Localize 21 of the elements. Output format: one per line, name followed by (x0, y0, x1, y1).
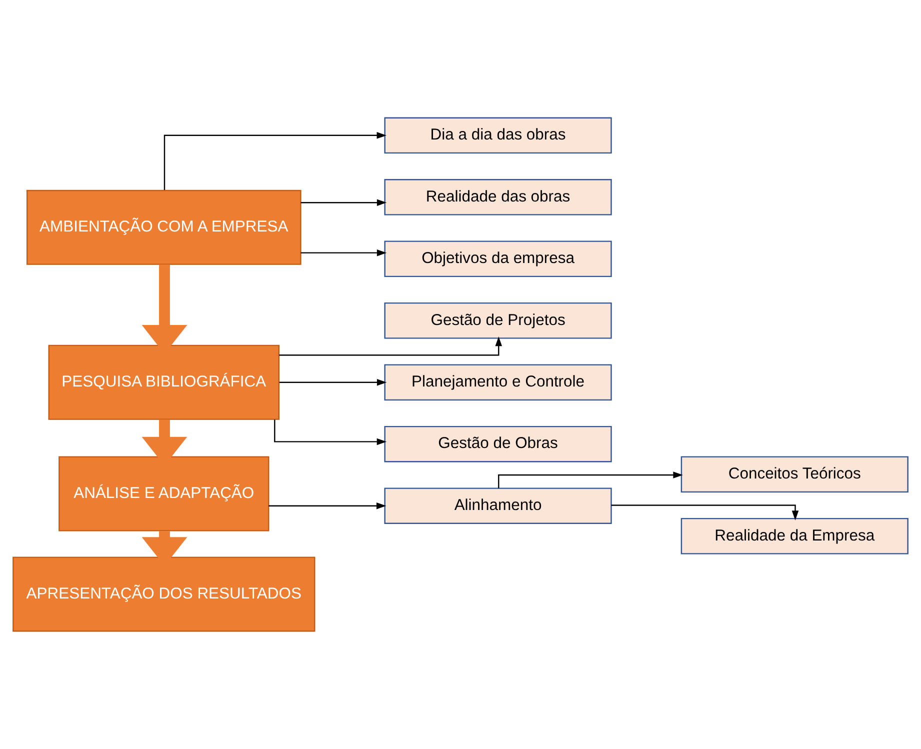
arrow (164, 132, 386, 190)
node-box: Gestão de Obras (384, 426, 612, 462)
node-box: Dia a dia das obras (384, 117, 612, 154)
node-box: APRESENTAÇÃO DOS RESULTADOS (12, 556, 316, 632)
node-box: ANÁLISE E ADAPTAÇÃO (58, 456, 270, 532)
arrow (300, 199, 387, 206)
node-box: Objetivos da empresa (384, 240, 612, 278)
node-box: PESQUISA BIBLIOGRÁFICA (48, 344, 280, 420)
arrow (268, 502, 386, 510)
node-box: Planejamento e Controle (384, 364, 612, 401)
arrow (274, 420, 387, 446)
arrow (279, 336, 502, 356)
node-box: AMBIENTAÇÃO COM A EMPRESA (26, 190, 302, 265)
arrow (611, 504, 799, 520)
node-box: Gestão de Projetos (384, 302, 612, 339)
node-box: Realidade da Empresa (680, 518, 908, 554)
arrow (279, 378, 387, 386)
node-box: Alinhamento (384, 488, 612, 524)
arrow (300, 249, 387, 256)
node-box: Realidade das obras (384, 178, 612, 216)
node-box: Conceitos Teóricos (680, 456, 908, 493)
